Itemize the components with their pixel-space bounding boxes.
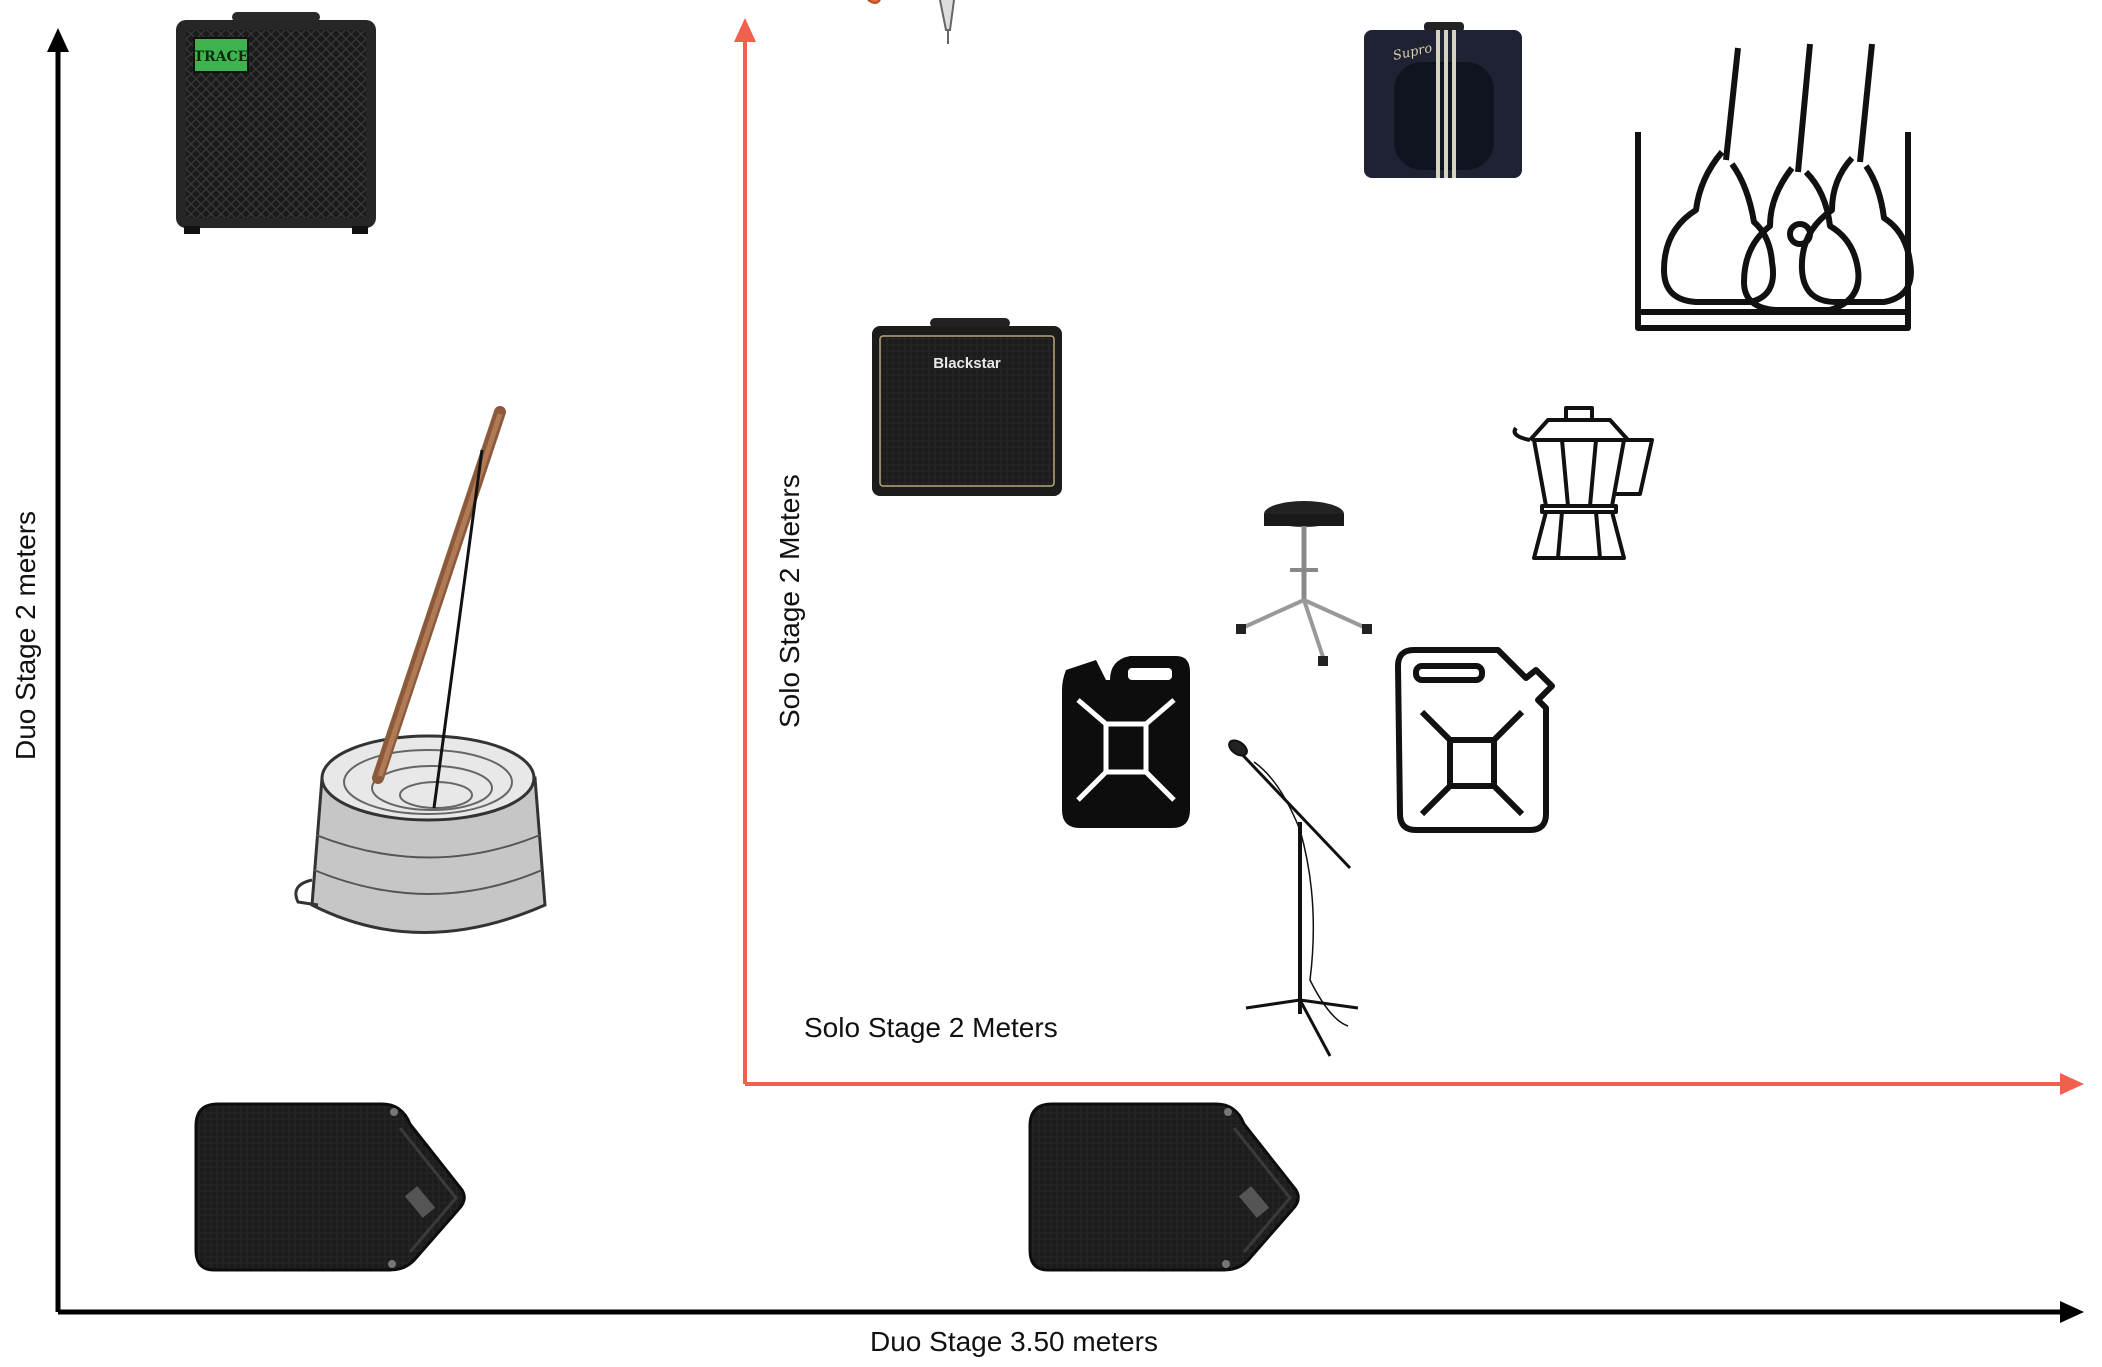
washtub-bass-icon	[296, 412, 545, 933]
stage-monitor-icon	[196, 1104, 464, 1270]
trace-brand-text: TRACE	[194, 49, 249, 65]
solo-stage-depth-label: Solo Stage 2 Meters	[774, 474, 806, 728]
guitar-amp-icon: Blackstar	[872, 318, 1062, 496]
jerrycan-icon	[1398, 650, 1552, 830]
solo-stage-axes	[734, 18, 2084, 1095]
guitar-stand-icon	[1638, 44, 1911, 328]
blackstar-brand-text: Blackstar	[933, 355, 1001, 372]
jerrycan-icon	[1062, 656, 1190, 828]
drum-throne-icon	[1236, 501, 1372, 666]
moka-pot-icon	[1515, 408, 1652, 558]
guitar-amp-icon: Supro	[1364, 22, 1522, 178]
cable-plug-icon	[868, 0, 954, 44]
duo-stage-width-label: Duo Stage 3.50 meters	[870, 1326, 1158, 1358]
microphone-stand-icon	[1226, 737, 1358, 1056]
bass-amp-icon: TRACE	[176, 12, 376, 234]
duo-stage-depth-label: Duo Stage 2 meters	[10, 511, 42, 760]
solo-stage-width-label: Solo Stage 2 Meters	[804, 1012, 1058, 1044]
stage-monitor-icon	[1030, 1104, 1298, 1270]
